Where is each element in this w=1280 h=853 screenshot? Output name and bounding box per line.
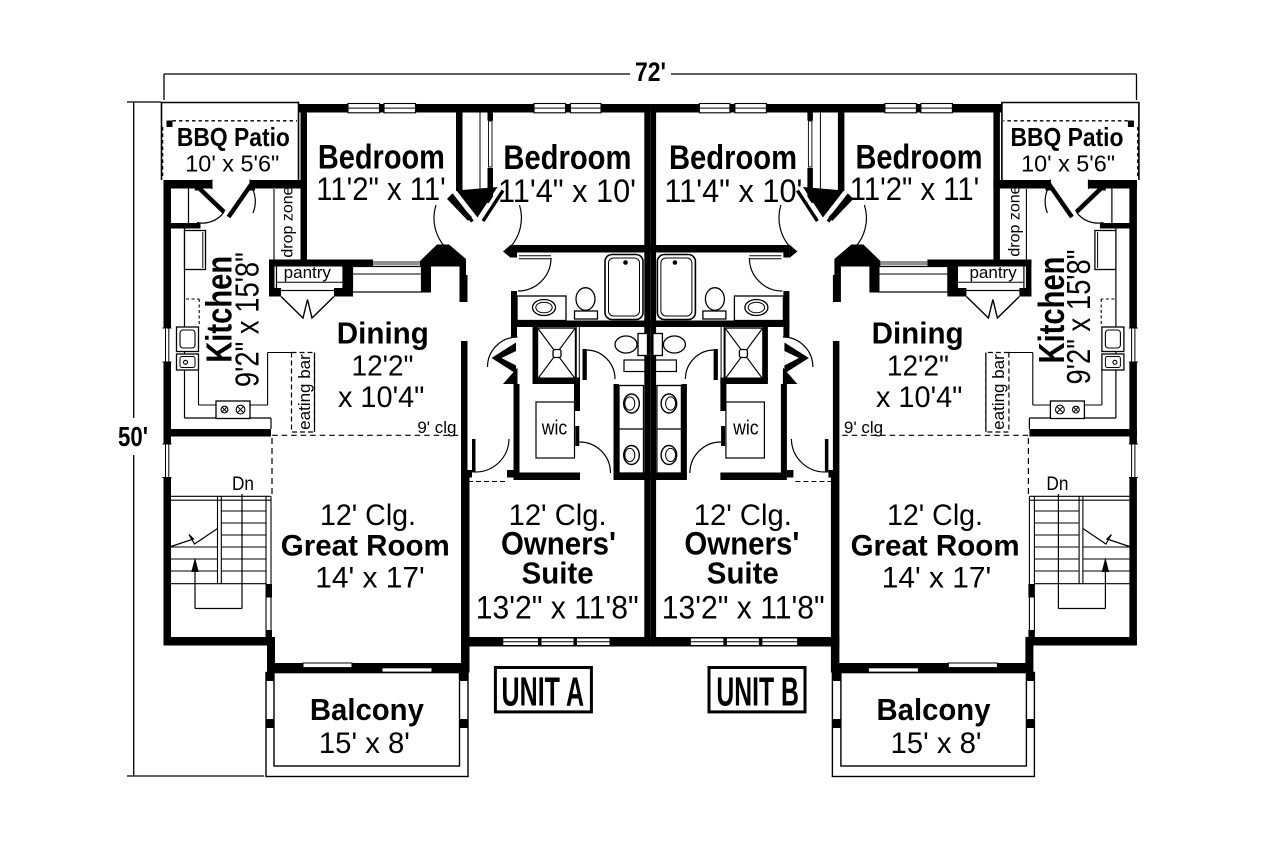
svg-text:13'2" x 11'8": 13'2" x 11'8" bbox=[662, 590, 825, 626]
svg-text:11'2" x 11': 11'2" x 11' bbox=[316, 171, 446, 207]
svg-text:Dn: Dn bbox=[232, 474, 254, 495]
svg-text:11'4" x 10': 11'4" x 10' bbox=[498, 173, 636, 209]
svg-text:eating bar: eating bar bbox=[295, 354, 314, 430]
svg-text:12' Clg.: 12' Clg. bbox=[887, 499, 983, 532]
svg-text:12'2": 12'2" bbox=[887, 351, 949, 383]
svg-text:drop zone: drop zone bbox=[280, 186, 297, 257]
svg-text:12' Clg.: 12' Clg. bbox=[509, 499, 607, 532]
svg-text:9' clg: 9' clg bbox=[844, 418, 883, 437]
svg-text:9' clg: 9' clg bbox=[417, 418, 456, 437]
svg-text:Bedroom: Bedroom bbox=[856, 139, 983, 177]
svg-text:Suite: Suite bbox=[707, 556, 779, 591]
svg-text:drop zone: drop zone bbox=[1007, 185, 1024, 256]
svg-text:14' x 17': 14' x 17' bbox=[315, 562, 424, 595]
svg-text:UNIT B: UNIT B bbox=[716, 669, 799, 715]
svg-text:14' x 17': 14' x 17' bbox=[882, 562, 991, 595]
svg-text:pantry: pantry bbox=[969, 263, 1017, 282]
svg-text:pantry: pantry bbox=[284, 263, 332, 282]
svg-text:10' x 5'6": 10' x 5'6" bbox=[185, 151, 279, 177]
svg-text:Bedroom: Bedroom bbox=[318, 139, 445, 177]
svg-text:Balcony: Balcony bbox=[310, 692, 425, 727]
svg-text:12' Clg.: 12' Clg. bbox=[694, 499, 792, 532]
svg-text:12'2": 12'2" bbox=[352, 351, 414, 383]
svg-text:9'2" x 15'8": 9'2" x 15'8" bbox=[1060, 250, 1097, 385]
svg-text:Great Room: Great Room bbox=[851, 530, 1020, 563]
svg-text:UNIT A: UNIT A bbox=[502, 669, 585, 715]
svg-text:11'2" x 11': 11'2" x 11' bbox=[850, 171, 980, 207]
svg-text:Balcony: Balcony bbox=[877, 692, 992, 727]
svg-text:12' Clg.: 12' Clg. bbox=[320, 499, 416, 532]
svg-text:x 10'4": x 10'4" bbox=[338, 381, 425, 414]
svg-text:11'4" x 10': 11'4" x 10' bbox=[664, 173, 802, 209]
svg-text:Dining: Dining bbox=[872, 316, 964, 351]
svg-text:eating bar: eating bar bbox=[989, 354, 1008, 430]
svg-text:BBQ Patio: BBQ Patio bbox=[1011, 122, 1124, 152]
svg-text:Owners': Owners' bbox=[684, 526, 799, 562]
svg-text:Suite: Suite bbox=[522, 556, 594, 591]
svg-text:Kitchen: Kitchen bbox=[1031, 257, 1072, 364]
svg-text:Bedroom: Bedroom bbox=[669, 139, 797, 177]
svg-text:Dining: Dining bbox=[337, 316, 429, 351]
svg-text:Bedroom: Bedroom bbox=[503, 139, 631, 177]
svg-text:15' x 8': 15' x 8' bbox=[319, 727, 410, 760]
svg-text:9'2" x 15'8": 9'2" x 15'8" bbox=[229, 252, 266, 387]
svg-text:72': 72' bbox=[635, 57, 666, 87]
svg-text:wic: wic bbox=[732, 418, 758, 440]
svg-text:10' x 5'6": 10' x 5'6" bbox=[1021, 151, 1115, 177]
svg-text:Kitchen: Kitchen bbox=[199, 256, 240, 363]
svg-text:BBQ Patio: BBQ Patio bbox=[177, 122, 290, 152]
svg-text:50': 50' bbox=[118, 421, 148, 452]
svg-text:Dn: Dn bbox=[1046, 474, 1068, 495]
svg-text:15' x 8': 15' x 8' bbox=[891, 727, 982, 760]
svg-text:Great Room: Great Room bbox=[281, 530, 450, 563]
svg-text:Owners': Owners' bbox=[501, 526, 616, 562]
svg-text:13'2" x 11'8": 13'2" x 11'8" bbox=[476, 590, 639, 626]
svg-text:wic: wic bbox=[541, 418, 567, 440]
svg-text:x 10'4": x 10'4" bbox=[876, 381, 963, 414]
